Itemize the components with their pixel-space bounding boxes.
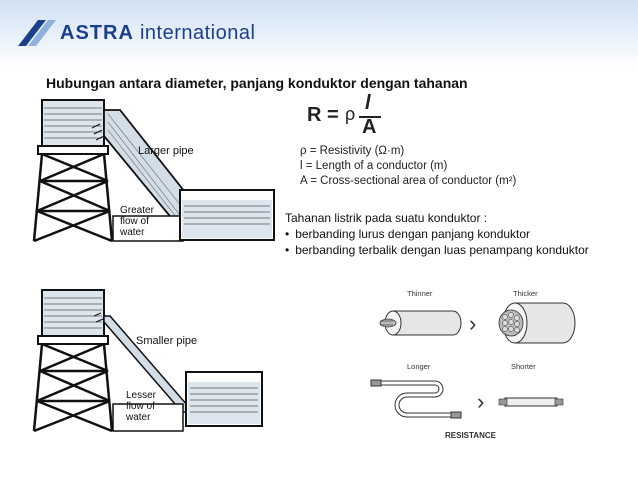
greater-flow-line2: flow of [120,216,149,227]
larger-pipe-diagram: Larger pipe Greater flow of water [32,99,275,243]
astra-logo-mark-icon [18,20,56,46]
formula-lhs: R = [307,104,339,126]
arrow-right-icon: › [469,311,476,336]
longer-label: Longer [407,362,431,371]
legend-rho: ρ = Resistivity (Ω·m) [300,145,405,157]
resistance-caption: RESISTANCE [445,431,497,440]
lesser-flow-line2: flow of [126,401,155,412]
smaller-pipe-diagram: Smaller pipe Lesser flow of water [32,289,263,433]
smaller-pipe-label: Smaller pipe [136,335,197,347]
lesser-flow-line3: water [125,412,151,423]
long-wire-icon [370,379,462,419]
short-wire-icon [498,397,564,407]
formula-fraction-bar [359,116,381,118]
wire-resistance-illustration: Thinner Thicker › Longer Shorter › RESIS… [370,289,576,440]
note-heading: Tahanan listrik pada suatu konduktor : [285,211,488,225]
formula-legend: ρ = Resistivity (Ω·m) l = Length of a co… [300,144,516,189]
greater-flow-line1: Greater [120,205,155,216]
thinner-label: Thinner [407,289,433,298]
arrow-right-icon: › [477,389,484,414]
slide-title: Hubungan antara diameter, panjang konduk… [46,75,468,91]
formula-denominator: A [362,116,377,138]
lesser-flow-line1: Lesser [126,390,157,401]
legend-area: A = Cross-sectional area of conductor (m… [300,175,517,187]
astra-logo: ASTRA international [14,16,255,50]
shorter-label: Shorter [511,362,536,371]
note-list: berbanding lurus dengan panjang kondukto… [285,226,589,258]
thin-wire-icon [379,310,462,336]
resistance-note: Tahanan listrik pada suatu konduktor : b… [285,210,589,258]
thicker-label: Thicker [513,289,538,298]
header-banner: ASTRA international [0,0,638,68]
formula-numerator: l [365,92,371,114]
larger-pipe-label: Larger pipe [138,145,194,157]
greater-flow-line3: water [119,227,145,238]
thick-wire-icon [498,302,576,344]
note-bullet-length: berbanding lurus dengan panjang kondukto… [285,226,589,242]
note-bullet-area: berbanding terbalik dengan luas penampan… [285,242,589,258]
formula-rho: ρ [345,104,356,124]
legend-length: l = Length of a conductor (m) [300,160,448,172]
brand-name: ASTRA international [60,21,256,44]
